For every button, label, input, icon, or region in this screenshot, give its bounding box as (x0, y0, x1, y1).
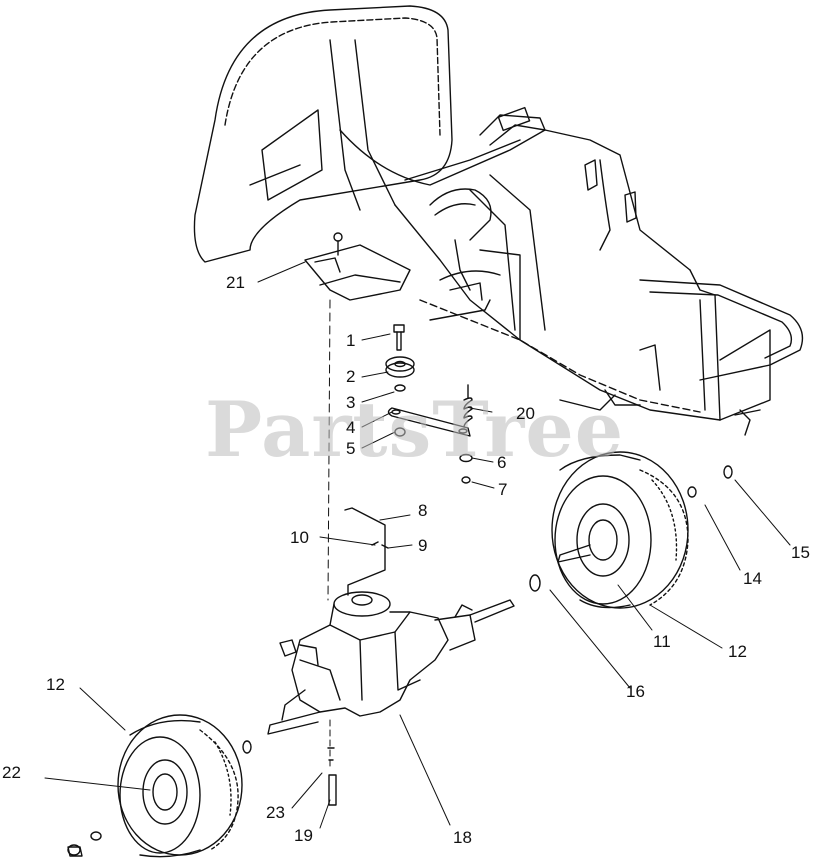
callout-label: 11 (653, 632, 671, 651)
wheel-hardware (687, 465, 733, 498)
leader-lines (44, 261, 791, 829)
callout-label: 2 (346, 367, 356, 386)
callout-label: 7 (498, 480, 508, 499)
callout-label: 18 (453, 828, 472, 847)
callout-label: 19 (294, 826, 313, 845)
callout-label: 20 (516, 404, 535, 423)
left-wheel (67, 714, 243, 858)
hardware-stack (385, 324, 473, 484)
callout-label: 15 (791, 543, 810, 562)
callout-label: 10 (290, 528, 309, 547)
transaxle (242, 574, 541, 806)
rod-assembly (344, 507, 389, 596)
callout-label: 16 (626, 682, 645, 701)
callout-label: 9 (418, 536, 428, 555)
callout-label: 4 (346, 418, 356, 437)
right-wheel (551, 451, 689, 609)
callout-label: 8 (418, 501, 428, 520)
callout-label: 12 (46, 675, 65, 694)
callout-label: 22 (2, 763, 21, 782)
callout-label: 14 (743, 569, 762, 588)
callout-label: 5 (346, 439, 356, 458)
assembly-centerline (327, 299, 331, 601)
frame-assembly (193, 5, 804, 436)
callout-label: 12 (728, 642, 747, 661)
callout-label: 23 (266, 803, 285, 822)
callout-label: 6 (497, 453, 507, 472)
watermark: PartsTree (205, 385, 625, 474)
callout-label: 1 (346, 331, 356, 350)
callout-label: 3 (346, 393, 356, 412)
callout-label: 21 (226, 273, 245, 292)
